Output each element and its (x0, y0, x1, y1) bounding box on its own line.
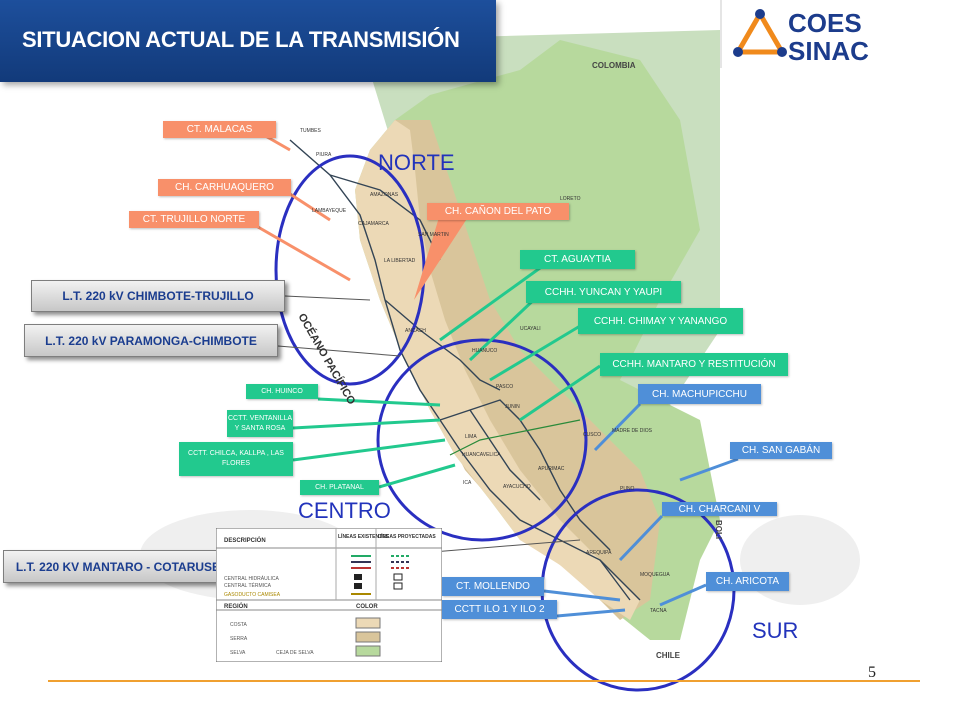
sur-label: SUR (752, 618, 799, 643)
cctt-ilo-tag: CCTT ILO 1 Y ILO 2 (442, 600, 557, 619)
ch-machupicchu-tag: CH. MACHUPICCHU (638, 384, 761, 404)
map-legend: DESCRIPCIÓN LÍNEAS EXISTENTES LÍNEAS PRO… (216, 528, 442, 662)
title-banner: SITUACION ACTUAL DE LA TRANSMISIÓN (0, 0, 496, 82)
legend-region-ceja-selva: CEJA DE SELVA (276, 650, 314, 656)
legend-row-thermal: CENTRAL TÉRMICA (224, 582, 272, 589)
chile-label: CHILE (656, 651, 681, 660)
ct-malacas-tag: CT. MALACAS (163, 121, 276, 138)
centro-region-circle (376, 338, 588, 542)
legend-header-existing: LÍNEAS EXISTENTES (338, 532, 390, 540)
page-title: SITUACION ACTUAL DE LA TRANSMISIÓN (22, 27, 460, 52)
department-label: AREQUIPA (586, 550, 612, 556)
department-labels: TUMBES PIURA LAMBAYEQUE CAJAMARCA AMAZONAS SA… (300, 128, 670, 614)
ch-huinco-tag: CH. HUINCO (246, 384, 318, 399)
department-label: CAJAMARCA (358, 221, 390, 227)
cctt-chilca-tag: CCTT. CHILCA, KALLPA , LAS FLORES (179, 442, 293, 476)
department-label: ICA (463, 480, 472, 486)
department-label: TACNA (650, 608, 667, 614)
department-label: JUNIN (505, 404, 520, 410)
lt-paramonga-chimbote-label: L.T. 220 kV PARAMONGA-CHIMBOTE (24, 324, 278, 357)
page-number: 5 (868, 664, 876, 681)
department-label: SAN MARTIN (418, 232, 449, 238)
legend-header-projected: LÍNEAS PROYECTADAS (378, 532, 436, 540)
legend-region-sierra: SERRA (230, 636, 248, 642)
ct-trujillo-norte-tag: CT. TRUJILLO NORTE (129, 211, 259, 228)
department-label: PUNO (620, 486, 635, 492)
colombia-label: COLOMBIA (592, 61, 636, 70)
legend-row-gas: GASODUCTO CAMISEA (224, 592, 281, 598)
background-decoration (740, 515, 860, 605)
logo-text-sinac: SINAC (788, 36, 869, 66)
cctt-ventanilla-tag: CCTT. VENTANILLA Y SANTA ROSA (227, 410, 293, 437)
department-label: HUANCAVELICA (462, 452, 501, 458)
department-label: CUSCO (583, 432, 601, 438)
gas-pipeline (449, 419, 581, 456)
lt-chimbote-trujillo-label: L.T. 220 kV CHIMBOTE-TRUJILLO (31, 280, 285, 312)
department-label: PASCO (496, 384, 513, 390)
legend-region-costa: COSTA (230, 622, 248, 628)
ch-charcani-tag: CH. CHARCANI V (662, 502, 777, 516)
legend-header-color: COLOR (356, 604, 378, 610)
department-label: LA LIBERTAD (384, 258, 416, 264)
department-label: AYACUCHO (503, 484, 531, 490)
coes-sinac-logo: COES SINAC (720, 0, 960, 68)
cchh-yuncan-tag: CCHH. YUNCAN Y YAUPI (526, 281, 681, 303)
bolivia-label: BOLI (714, 520, 723, 539)
department-label: MOQUEGUA (640, 572, 670, 578)
logo-mark-icon: COES SINAC (733, 8, 869, 66)
ch-platanal-tag: CH. PLATANAL (300, 480, 379, 495)
legend-header-description: DESCRIPCIÓN (224, 536, 266, 544)
cchh-chimay-tag: CCHH. CHIMAY Y YANANGO (578, 308, 743, 334)
department-label: TUMBES (300, 128, 322, 134)
logo-text-coes: COES (788, 8, 862, 38)
department-label: HUANUCO (472, 348, 497, 354)
ct-aguaytia-tag: CT. AGUAYTIA (520, 250, 635, 269)
department-label: UCAYALI (520, 326, 541, 332)
ch-san-gaban-tag: CH. SAN GABÁN (730, 442, 832, 459)
footer-rule (48, 680, 920, 682)
ch-carhuaquero-tag: CH. CARHUAQUERO (158, 179, 291, 196)
legend-region-selva: SELVA (230, 650, 246, 656)
department-label: LORETO (560, 196, 581, 202)
department-label: PIURA (316, 152, 332, 158)
centro-label: CENTRO (298, 498, 391, 523)
department-label: MADRE DE DIOS (612, 428, 653, 434)
callout-pointers (257, 132, 739, 618)
department-label: ANCASH (405, 328, 426, 334)
department-label: AMAZONAS (370, 192, 399, 198)
norte-label: NORTE (378, 150, 455, 175)
ch-aricota-tag: CH. ARICOTA (706, 572, 789, 591)
department-label: APURIMAC (538, 466, 565, 472)
department-label: LIMA (465, 434, 477, 440)
ch-canon-del-pato-tag: CH. CAÑON DEL PATO (427, 203, 569, 220)
legend-row-hydro: CENTRAL HIDRÁULICA (224, 575, 279, 582)
legend-header-region: REGIÓN (224, 602, 248, 610)
department-label: LAMBAYEQUE (312, 208, 347, 214)
cchh-mantaro-tag: CCHH. MANTARO Y RESTITUCIÓN (600, 353, 788, 376)
ct-mollendo-tag: CT. MOLLENDO (442, 577, 544, 596)
